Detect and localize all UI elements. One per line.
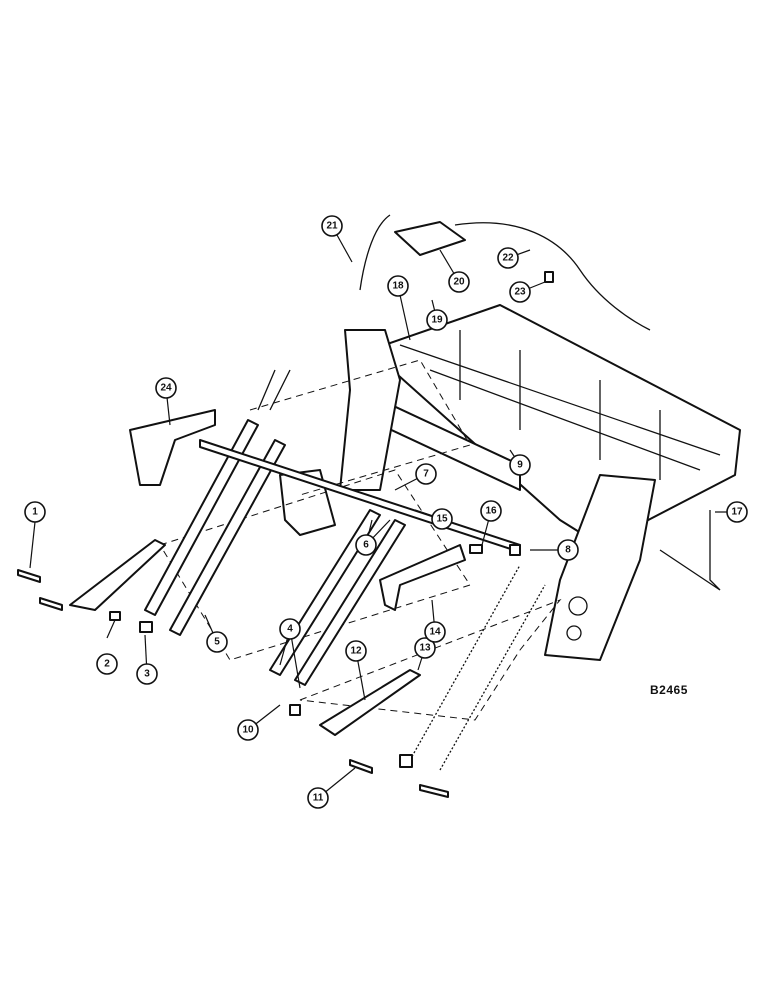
callout-label: 1 (32, 507, 38, 518)
callout-17: 17 (726, 501, 748, 523)
cable-assemblies (359, 214, 651, 331)
callout-label: 2 (104, 659, 110, 670)
callout-label: 6 (363, 540, 369, 551)
callout-label: 8 (565, 545, 571, 556)
callout-16: 16 (480, 500, 502, 522)
callout-label: 20 (453, 277, 465, 288)
callout-label: 11 (313, 793, 324, 804)
callout-label: 17 (731, 507, 743, 518)
callout-label: 4 (287, 624, 293, 635)
callout-4: 4 (279, 618, 301, 640)
main-frame (279, 304, 741, 661)
alignment-lines (159, 359, 562, 721)
springs (409, 564, 546, 771)
callout-label: 19 (431, 315, 443, 326)
callout-label: 15 (436, 514, 448, 525)
callout-8: 8 (557, 539, 579, 561)
callout-label: 14 (429, 627, 441, 638)
callout-label: 7 (423, 469, 429, 480)
brackets (69, 409, 466, 736)
callout-9: 9 (509, 454, 531, 476)
callout-label: 9 (517, 460, 523, 471)
callout-15: 15 (431, 508, 453, 530)
callout-22: 22 (497, 247, 519, 269)
callout-18: 18 (387, 275, 409, 297)
callout-label: 3 (144, 669, 150, 680)
callout-11: 11 (307, 787, 329, 809)
reference-code: B2465 (650, 683, 688, 697)
callout-label: 12 (350, 646, 362, 657)
callout-label: 23 (514, 287, 526, 298)
callout-14: 14 (424, 621, 446, 643)
tube-part (659, 510, 721, 591)
callout-label: 13 (419, 643, 431, 654)
callout-label: 5 (214, 637, 220, 648)
callout-label: 10 (242, 725, 254, 736)
callout-21: 21 (321, 215, 343, 237)
callout-13: 13 (414, 637, 436, 659)
callout-3: 3 (136, 663, 158, 685)
callout-label: 16 (485, 506, 497, 517)
callout-19: 19 (426, 309, 448, 331)
hardware (17, 271, 554, 798)
callout-label: 18 (392, 281, 404, 292)
callout-6: 6 (355, 534, 377, 556)
callout-label: 24 (160, 383, 172, 394)
callout-5: 5 (206, 631, 228, 653)
callout-label: 21 (326, 221, 338, 232)
callout-7: 7 (415, 463, 437, 485)
callout-23: 23 (509, 281, 531, 303)
callout-24: 24 (155, 377, 177, 399)
callout-label: 22 (502, 253, 514, 264)
callout-2: 2 (96, 653, 118, 675)
callout-20: 20 (448, 271, 470, 293)
callout-12: 12 (345, 640, 367, 662)
callout-1: 1 (24, 501, 46, 523)
callout-10: 10 (237, 719, 259, 741)
